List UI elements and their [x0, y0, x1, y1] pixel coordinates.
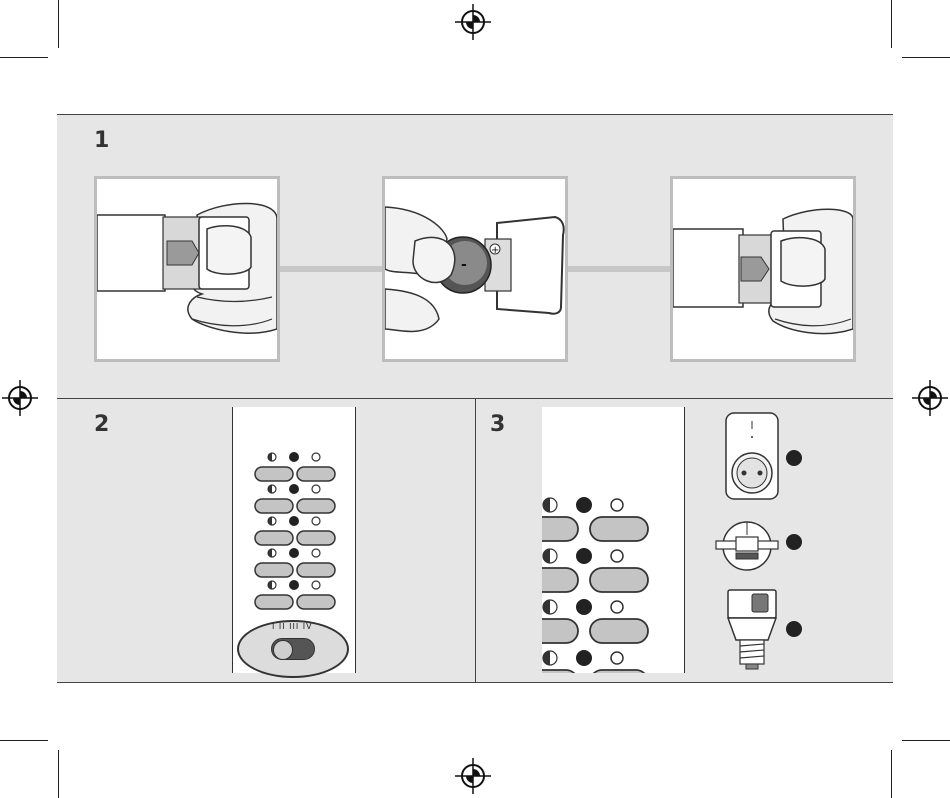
led-indicator-off	[611, 550, 623, 562]
flush-module-icon	[714, 513, 780, 579]
led-indicator-half	[543, 549, 557, 563]
step-number-3: 3	[490, 412, 505, 437]
receiver-indicator-dot	[786, 534, 802, 550]
led-indicator-on	[289, 484, 299, 494]
hand-icon	[97, 179, 277, 359]
led-indicator-on	[289, 580, 299, 590]
channel-off-button[interactable]	[255, 499, 293, 513]
switch-positions-label: I II III IV	[272, 622, 313, 631]
led-indicator-off	[312, 517, 320, 525]
registration-mark-icon	[455, 758, 491, 794]
crop-mark	[891, 750, 892, 798]
led-indicator-on	[576, 599, 592, 615]
led-indicator-half	[543, 651, 557, 665]
step-number-1: 1	[94, 128, 109, 153]
hand-icon	[673, 179, 853, 359]
led-indicator-on	[289, 452, 299, 462]
channel-on-button[interactable]	[590, 517, 648, 541]
crop-mark	[0, 57, 48, 58]
channel-off-button[interactable]	[542, 568, 578, 592]
remote-control-icon	[542, 407, 684, 673]
registration-mark-icon	[455, 4, 491, 40]
step-number-2: 2	[94, 412, 109, 437]
channel-off-button[interactable]	[542, 670, 578, 673]
led-indicator-off	[312, 453, 320, 461]
channel-on-button[interactable]	[297, 595, 335, 609]
battery-minus-label: -	[461, 257, 467, 273]
channel-off-button[interactable]	[255, 467, 293, 481]
remote-control-zoom	[542, 407, 685, 673]
channel-off-button[interactable]	[542, 619, 578, 643]
led-indicator-off	[611, 499, 623, 511]
led-indicator-off	[312, 549, 320, 557]
step1-frame-close	[670, 176, 856, 362]
led-indicator-on	[576, 650, 592, 666]
led-indicator-half	[268, 581, 276, 589]
led-indicator-on	[289, 548, 299, 558]
led-indicator-off	[312, 485, 320, 493]
led-indicator-half	[268, 517, 276, 525]
battery-plus-label: +	[491, 245, 499, 256]
led-indicator-off	[611, 652, 623, 664]
channel-on-button[interactable]	[590, 670, 648, 673]
lamp-socket-icon	[722, 588, 782, 672]
led-indicator-half	[543, 600, 557, 614]
led-indicator-off	[312, 581, 320, 589]
channel-on-button[interactable]	[590, 619, 648, 643]
channel-on-button[interactable]	[590, 568, 648, 592]
led-indicator-on	[576, 497, 592, 513]
channel-slider-knob	[273, 640, 293, 660]
crop-mark	[58, 750, 59, 798]
led-indicator-off	[611, 601, 623, 613]
socket-plug-icon	[722, 411, 782, 501]
crop-mark	[902, 740, 950, 741]
channel-on-button[interactable]	[297, 563, 335, 577]
panel-top-border	[57, 114, 893, 115]
registration-mark-icon	[2, 380, 38, 416]
led-indicator-half	[268, 549, 276, 557]
step1-frame-open	[94, 176, 280, 362]
channel-on-button[interactable]	[297, 531, 335, 545]
crop-mark	[891, 0, 892, 48]
channel-off-button[interactable]	[255, 563, 293, 577]
panel-bottom-border	[57, 682, 893, 683]
step1-frame-battery: - +	[382, 176, 568, 362]
crop-mark	[58, 0, 59, 48]
channel-off-button[interactable]	[255, 595, 293, 609]
led-indicator-half	[543, 498, 557, 512]
receiver-indicator-dot	[786, 450, 802, 466]
panel-vertical-divider	[475, 398, 476, 682]
channel-off-button[interactable]	[255, 531, 293, 545]
receiver-indicator-dot	[786, 621, 802, 637]
led-indicator-on	[576, 548, 592, 564]
channel-off-button[interactable]	[542, 517, 578, 541]
led-indicator-half	[268, 485, 276, 493]
crop-mark	[902, 57, 950, 58]
battery-icon: - +	[385, 179, 565, 359]
crop-mark	[0, 740, 48, 741]
led-indicator-on	[289, 516, 299, 526]
registration-mark-icon	[912, 380, 948, 416]
channel-on-button[interactable]	[297, 499, 335, 513]
channel-on-button[interactable]	[297, 467, 335, 481]
led-indicator-half	[268, 453, 276, 461]
